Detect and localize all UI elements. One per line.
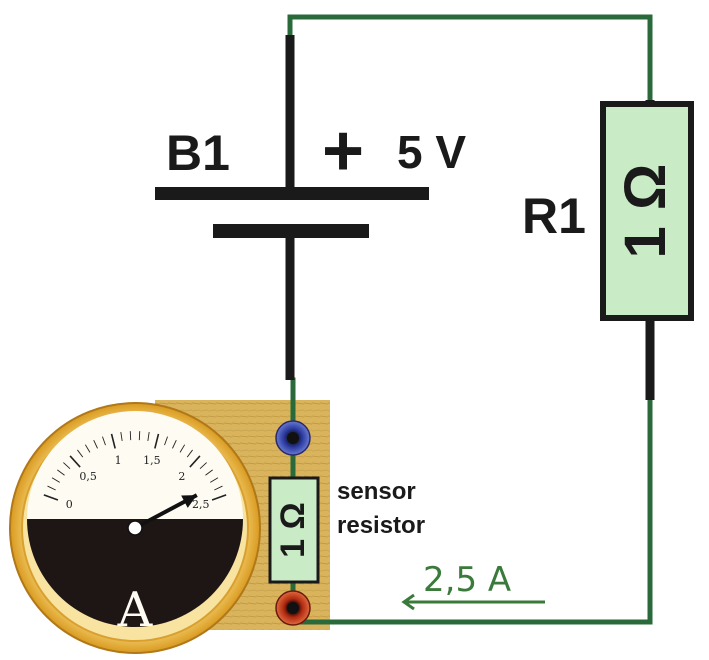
ammeter-minor-tick [93, 440, 98, 449]
blue-terminal [275, 420, 311, 456]
ammeter-scale-labels: 0 0,5 1 1,5 2 2,5 [66, 454, 210, 511]
ammeter-minor-tick [164, 436, 168, 446]
ammeter-scale [43, 431, 227, 501]
red-terminal [275, 590, 311, 626]
ammeter-needle [127, 493, 198, 536]
top-wire [287, 14, 653, 103]
ammeter-minor-tick [214, 485, 223, 491]
ammeter-minor-tick [57, 469, 65, 476]
ammeter-minor-tick [84, 444, 91, 453]
ammeter-scale-label: 0,5 [79, 470, 97, 483]
ammeter-needle-hub [127, 520, 143, 536]
r1-value: 1 Ω [613, 164, 678, 259]
r1-label: R1 [522, 188, 586, 244]
ammeter-minor-tick [186, 449, 193, 458]
ammeter-minor-tick [77, 449, 84, 458]
battery-plus-sign: + [322, 111, 364, 191]
ammeter-face-bottom [27, 519, 243, 627]
circuit-wires-black [285, 35, 655, 400]
ammeter-minor-tick [51, 477, 60, 483]
ammeter-major-tick [189, 455, 201, 468]
ammeter-minor-tick [172, 440, 177, 449]
battery-voltage: 5 V [397, 126, 466, 178]
ammeter-unit-letter: A [117, 582, 154, 638]
ammeter-minor-tick [47, 485, 56, 491]
ammeter-minor-tick [147, 431, 150, 442]
ammeter-major-tick [69, 455, 81, 468]
ammeter-needle-head [181, 495, 197, 508]
ammeter-scale-label: 2 [178, 470, 185, 483]
ammeter-scale-label: 2,5 [192, 498, 210, 511]
battery-long-plate [155, 187, 429, 200]
right-bottom-wire [292, 397, 653, 625]
ammeter-minor-tick [179, 444, 186, 453]
ammeter-scale-label: 1 [115, 454, 122, 467]
ammeter-minor-tick [199, 462, 207, 469]
ammeter-minor-tick [63, 462, 71, 469]
ammeter-minor-tick [205, 469, 213, 476]
battery-label: B1 [166, 125, 230, 181]
current-value: 2,5 A [423, 560, 511, 600]
ammeter-scale-label: 1,5 [143, 454, 161, 467]
ammeter: 0 0,5 1 1,5 2 2,5 A [9, 402, 261, 654]
sensor-resistor-body [268, 476, 320, 584]
ammeter-major-tick [154, 433, 160, 449]
ammeter-minor-tick [102, 436, 106, 446]
ammeter-major-tick [43, 494, 59, 501]
sensor-resistor-value: 1 Ω [274, 502, 312, 558]
ammeter-face-top [27, 411, 243, 519]
ammeter-major-tick [211, 494, 227, 501]
ammeter-minor-tick [120, 431, 123, 442]
r1-resistor-body [600, 101, 694, 321]
ammeter-scale-label: 0 [66, 498, 73, 511]
sensor-resistor-caption-line2: resistor [337, 512, 425, 539]
ammeter-minor-tick [210, 477, 219, 483]
sensor-resistor-caption-line1: sensor [337, 478, 416, 505]
ammeter-major-tick [110, 433, 116, 449]
current-arrow-icon [401, 593, 420, 611]
battery-short-plate [213, 224, 369, 238]
